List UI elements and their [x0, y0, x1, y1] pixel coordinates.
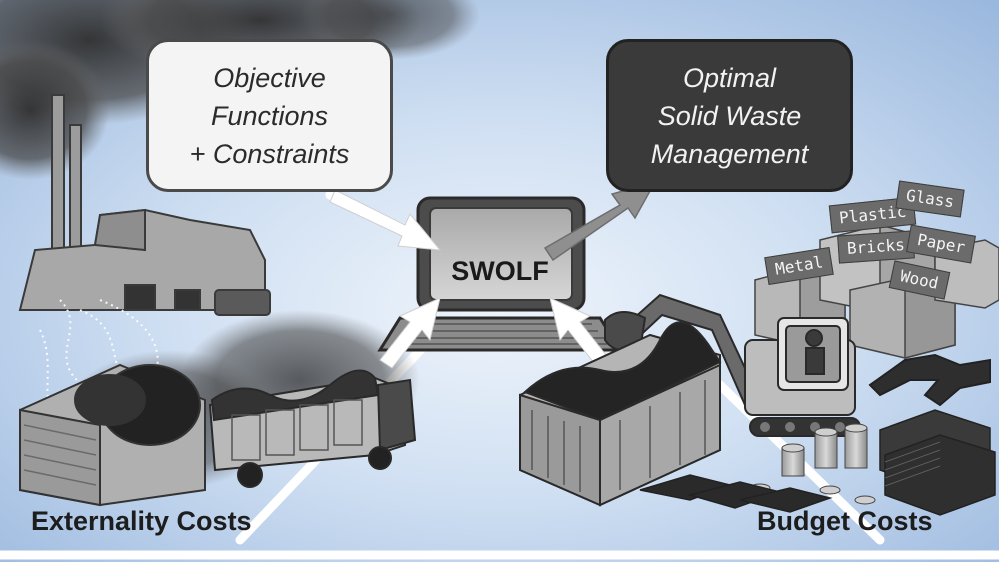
optimal-line-3: Management — [650, 138, 809, 169]
tag-bricks: Bricks — [837, 230, 915, 264]
flow-arrows — [329, 180, 657, 369]
objectives-line-3: + Constraints — [189, 138, 350, 169]
arrow-from-externality — [379, 297, 441, 369]
factory — [18, 94, 271, 316]
cash-bundles — [639, 409, 996, 516]
waste-bin — [19, 363, 206, 507]
externality-costs-label: Externality Costs — [31, 506, 252, 536]
swolf-label: SWOLF — [451, 256, 549, 286]
optimal-line-1: Optimal — [682, 62, 776, 93]
scrap-container — [519, 321, 722, 507]
dump-truck — [208, 369, 417, 488]
optimal-management-box: Optimal Solid Waste Management — [606, 39, 853, 192]
arrow-to-optimal — [543, 180, 657, 262]
optimal-line-2: Solid Waste — [657, 100, 802, 131]
budget-costs-label: Budget Costs — [757, 506, 933, 536]
arrow-from-objectives — [329, 189, 442, 251]
objectives-box: Objective Functions + Constraints — [146, 39, 393, 192]
fuel-nozzle — [868, 353, 991, 407]
excavator — [604, 293, 861, 437]
objectives-line-1: Objective — [213, 62, 326, 93]
objectives-line-2: Functions — [210, 100, 329, 131]
